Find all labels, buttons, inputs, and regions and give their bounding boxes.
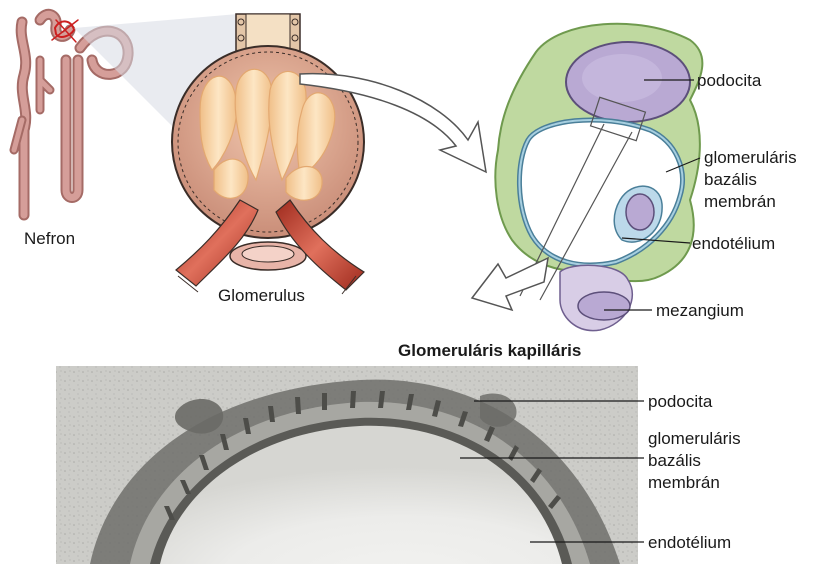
endotelium-label-top: endotélium [692,233,775,254]
endotelium-label-bottom: endotélium [648,532,731,553]
podocita-label-top: podocita [697,70,761,91]
nefron-label: Nefron [24,228,75,249]
gbm-label-top-line1: glomeruláris [704,147,797,168]
gbm-label-bottom-line1: glomeruláris [648,428,741,449]
podocita-label-bottom: podocita [648,391,712,412]
glomerulus-label: Glomerulus [218,285,305,306]
gbm-label-top-line2: bazális [704,169,757,190]
gbm-label-top-line3: membrán [704,191,776,212]
mezangium-label: mezangium [656,300,744,321]
caption-title: Glomeruláris kapilláris [398,340,581,361]
electron-micrograph [56,366,638,564]
gbm-label-bottom-line3: membrán [648,472,720,493]
capillary-cross-section [472,24,702,331]
gbm-label-bottom-line2: bazális [648,450,701,471]
